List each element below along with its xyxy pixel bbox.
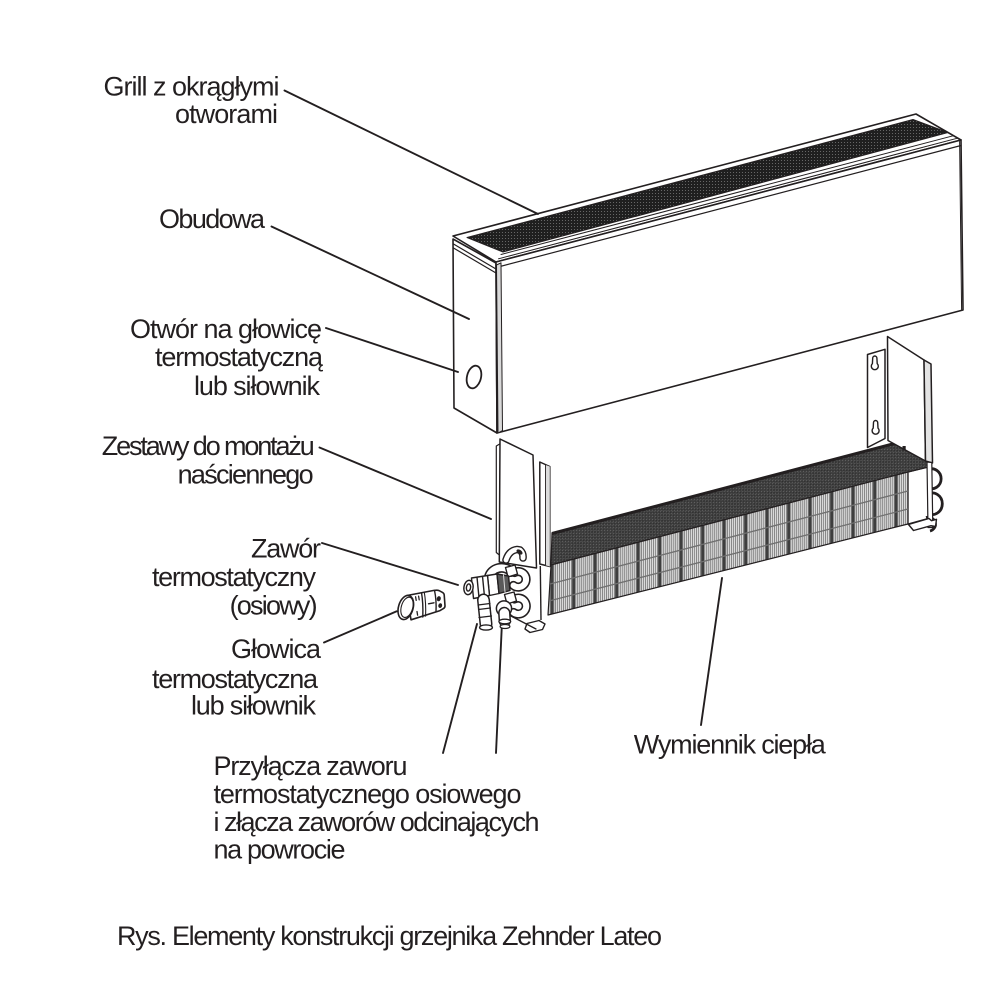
- svg-text:Zawór: Zawór: [251, 534, 321, 564]
- svg-text:Zestawy do montażu: Zestawy do montażu: [102, 431, 315, 461]
- svg-text:Głowica: Głowica: [231, 634, 322, 664]
- svg-text:termostatyczny: termostatyczny: [152, 562, 317, 592]
- svg-text:Grill z okrągłymi: Grill z okrągłymi: [104, 72, 280, 102]
- svg-text:na powrocie: na powrocie: [214, 835, 346, 865]
- svg-text:lub siłownik: lub siłownik: [191, 691, 317, 721]
- svg-text:termostatyczna: termostatyczna: [152, 664, 319, 694]
- svg-text:Obudowa: Obudowa: [159, 204, 266, 234]
- svg-text:Przyłącza zaworu: Przyłącza zaworu: [214, 751, 408, 781]
- svg-text:otworami: otworami: [175, 99, 278, 129]
- svg-text:termostatyczną: termostatyczną: [155, 342, 324, 372]
- svg-text:naściennego: naściennego: [178, 459, 314, 489]
- svg-text:Wymiennik ciepła: Wymiennik ciepła: [634, 730, 827, 760]
- svg-text:(osiowy): (osiowy): [230, 591, 318, 621]
- svg-text:i złącza zaworów odcinających: i złącza zaworów odcinających: [214, 807, 540, 837]
- svg-text:Otwór na głowicę: Otwór na głowicę: [130, 314, 322, 344]
- svg-text:termostatycznego osiowego: termostatycznego osiowego: [214, 779, 522, 809]
- svg-text:Rys. Elementy konstrukcji grze: Rys. Elementy konstrukcji grzejnika Zehn…: [117, 921, 662, 951]
- svg-text:lub siłownik: lub siłownik: [194, 371, 321, 401]
